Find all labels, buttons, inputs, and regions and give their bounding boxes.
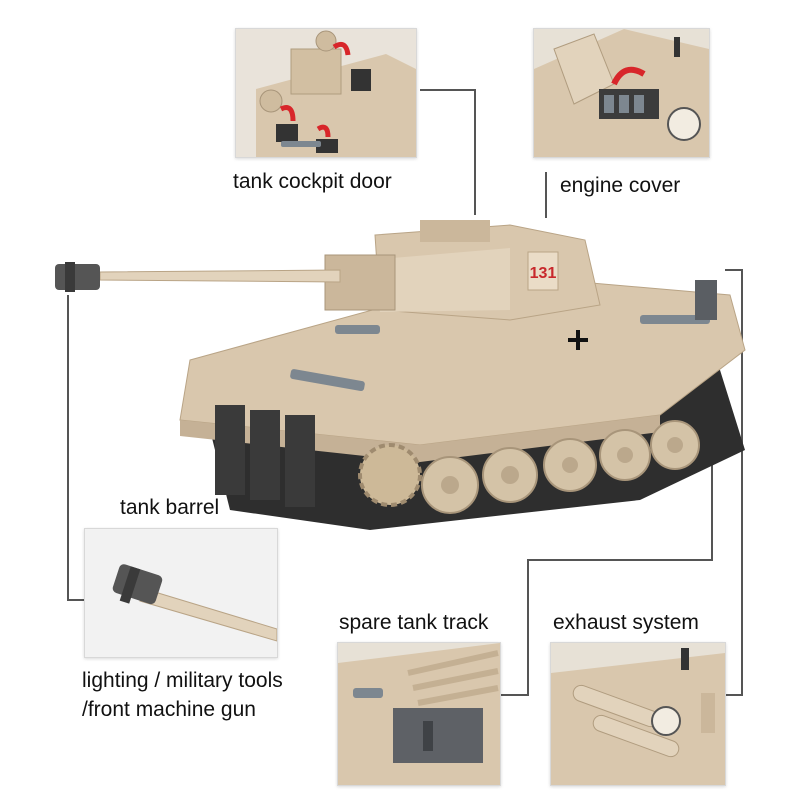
label-exhaust: exhaust system (553, 611, 699, 634)
panel-engine-cover (533, 28, 710, 158)
leader-line-exhaust (725, 269, 743, 696)
label-cockpit-door: tank cockpit door (233, 170, 392, 193)
turret-number: 131 (530, 265, 557, 282)
tank-model-image: 131 (55, 220, 746, 530)
leader-line-tank-barrel (67, 295, 84, 601)
label-engine-cover: engine cover (560, 174, 681, 197)
panel-spare-track (337, 642, 501, 786)
label-tools-line1: lighting / military tools (82, 669, 283, 692)
leader-line-cockpit-door (420, 89, 476, 215)
panel-exhaust (550, 642, 726, 786)
panel-tank-barrel (84, 528, 278, 658)
label-tools-line2: /front machine gun (82, 698, 256, 721)
label-spare-track: spare tank track (339, 611, 489, 634)
label-tank-barrel: tank barrel (120, 496, 220, 519)
panel-cockpit-door (235, 28, 417, 158)
